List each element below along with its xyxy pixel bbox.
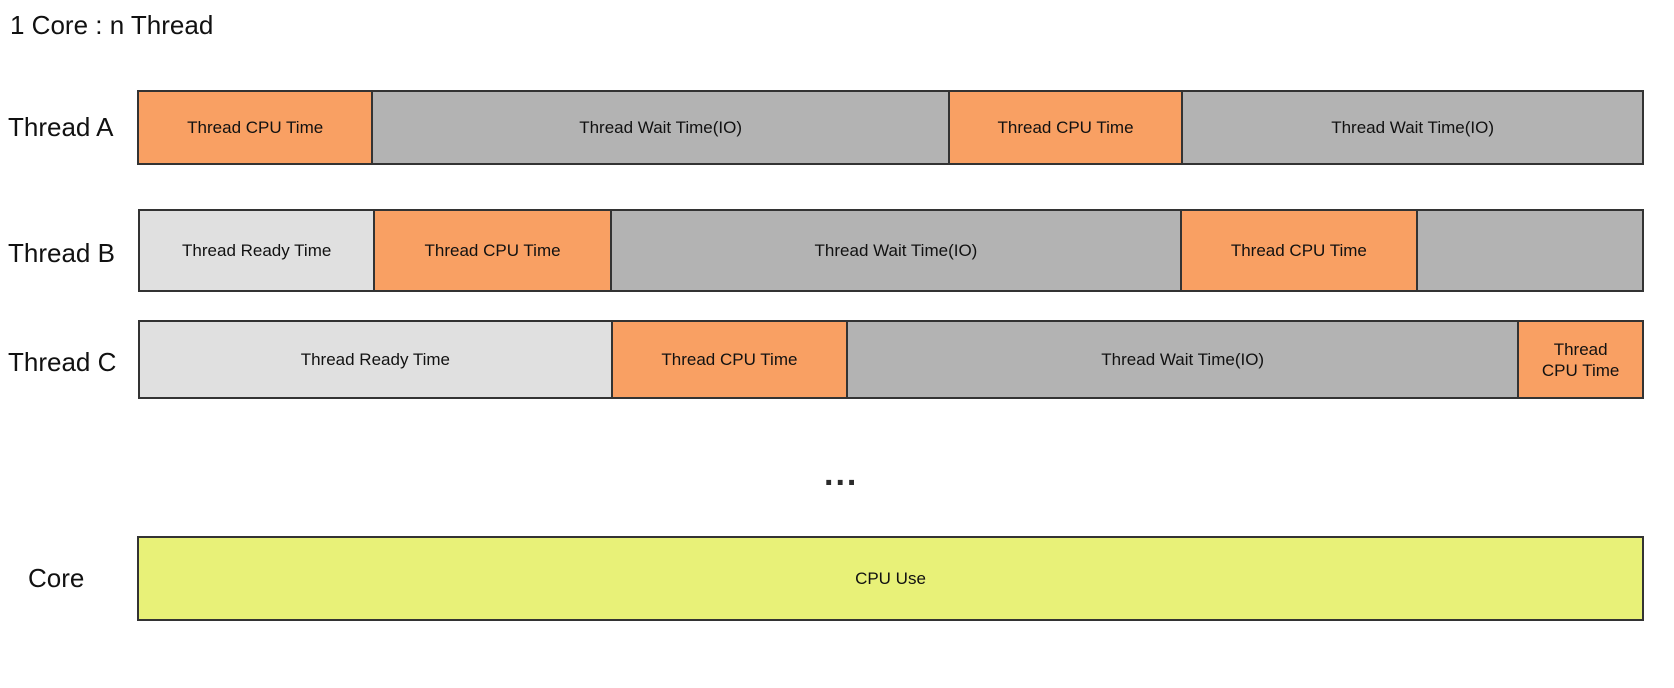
segment-thread-b-cpu-2: Thread CPU Time [375, 211, 612, 290]
segment-label: Thread Wait Time(IO) [814, 241, 978, 260]
segment-thread-c-ready-1: Thread Ready Time [140, 322, 613, 397]
segment-thread-c-wait-3: Thread Wait Time(IO) [848, 322, 1520, 397]
segment-thread-b-cpu-4: Thread CPU Time [1182, 211, 1418, 290]
segment-thread-b-wait-3: Thread Wait Time(IO) [611, 211, 1183, 290]
timeline-bar-thread-c: Thread Ready Time Thread CPU Time Thread W… [138, 320, 1644, 399]
segment-label: Thread CPU Time [1230, 241, 1367, 260]
segment-label: CPU Use [855, 569, 926, 588]
row-label-thread-b: Thread B [8, 238, 115, 268]
segment-label: Thread CPU Time [187, 118, 324, 137]
segment-core-core-1: CPU Use [139, 538, 1642, 619]
segment-label: Thread Ready Time [182, 241, 332, 260]
row-label-thread-a: Thread A [8, 112, 114, 142]
segment-thread-a-wait-4: Thread Wait Time(IO) [1183, 92, 1642, 163]
segment-thread-b-ready-1: Thread Ready Time [140, 211, 376, 290]
timeline-bar-core: CPU Use [137, 536, 1644, 621]
segment-thread-c-cpu-2: Thread CPU Time [612, 322, 849, 397]
timeline-bar-thread-b: Thread Ready Time Thread CPU Time Thread W… [138, 209, 1644, 292]
segment-thread-a-cpu-1: Thread CPU Time [139, 92, 374, 163]
segment-label: Thread Wait Time(IO) [579, 118, 742, 137]
segment-label: Thread CPU Time [661, 350, 798, 369]
segment-label: Thread Wait Time(IO) [1101, 350, 1265, 369]
segment-thread-a-cpu-3: Thread CPU Time [949, 92, 1184, 163]
timeline-bar-thread-a: Thread CPU Time Thread Wait Time(IO) Threa… [137, 90, 1644, 165]
segment-thread-c-cpu-4: Thread CPU Time [1519, 322, 1642, 397]
page-title: 1 Core : n Thread [10, 10, 214, 40]
segment-label: Thread Ready Time [300, 350, 451, 369]
segment-label: Thread Wait Time(IO) [1331, 118, 1494, 137]
row-label-core: Core [28, 563, 85, 593]
ellipsis-separator: ... [824, 455, 859, 493]
segment-thread-a-wait-2: Thread Wait Time(IO) [373, 92, 950, 163]
segment-label: Thread CPU Time [1541, 339, 1620, 380]
row-label-thread-c: Thread C [8, 347, 117, 377]
segment-label: Thread CPU Time [997, 118, 1134, 137]
segment-thread-b-wait-5 [1417, 211, 1642, 290]
segment-label: Thread CPU Time [424, 241, 561, 260]
